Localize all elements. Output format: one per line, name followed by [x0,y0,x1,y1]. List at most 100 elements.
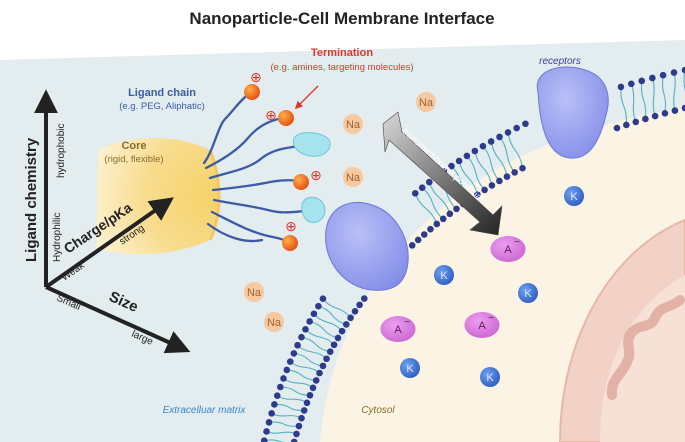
lipid-head [522,120,529,128]
sodium-ion: Na [343,167,363,187]
lipid-head [294,341,301,349]
lipid-head [360,295,368,302]
termination-bead [293,174,309,190]
lipid-head [263,428,270,435]
lipid-head [303,399,311,407]
hydrophobic-label: hydrophobic [56,124,67,178]
lipid-head [453,205,460,213]
sodium-ion-label: Na [346,172,361,184]
potassium-ions: K K K K K [400,186,584,387]
lipid-head [488,182,496,189]
ligand-chain-label: Ligand chain [128,87,196,99]
lipid-head [316,369,323,377]
lipid-head [298,414,305,422]
lipid-head [300,407,308,414]
lipid-head [504,129,512,136]
potassium-ion: K [518,283,538,303]
lipid-head [496,177,503,185]
property-axes [34,89,191,354]
lipid-head [293,430,300,438]
sodium-ion-label: Na [267,317,282,329]
termination-pointer-arrow [294,85,319,110]
receptor-top[interactable] [536,66,609,159]
potassium-ion-label: K [440,270,448,282]
lipid-head [642,115,649,123]
lipid-head [487,138,495,145]
lipid-head [479,142,487,150]
anion: A− [464,312,500,338]
lipid-head [302,325,309,333]
targeting-molecule-shape [292,132,331,157]
termination-bead [244,84,260,100]
potassium-ion: K [480,367,500,387]
lipid-head [519,164,526,172]
lipid-head [309,384,317,392]
minus-symbol: − [514,237,520,248]
sodium-ion-label: Na [419,97,434,109]
nanoparticle-core [96,137,221,255]
anion: A− [380,316,416,342]
receptor-bottom[interactable] [325,201,409,291]
potassium-ion: K [564,186,584,206]
cytosol-label: Cytosol [361,405,395,416]
lipid-head [651,112,659,120]
ligand-chemistry-label: Ligand chemistry [23,137,40,262]
plus-symbol: ⊕ [285,218,297,234]
lipid-head [342,321,350,328]
lipid-head [265,419,273,426]
lipid-head [295,422,303,430]
potassium-ion-label: K [486,372,494,384]
lipid-head [286,358,294,365]
lipid-head [474,191,481,198]
lipid-head [503,173,511,180]
lipid-head [649,74,656,82]
lipid-head [638,77,646,85]
anions: A−A−A− [380,236,526,342]
termination-group: ⊕ ⊕ ⊕ ⊕ [244,69,331,251]
lipid-head [426,178,433,186]
lipid-head [613,124,621,132]
lipid-head [273,392,281,399]
lipid-head [411,190,419,197]
lipid-head [433,220,441,228]
potassium-ion-label: K [570,191,578,203]
core-label: Core [121,140,146,152]
lipid-head [511,169,518,176]
termination-bead [278,110,294,126]
ligand-chain-sublabel: (e.g. PEG, Aliphatic) [119,101,205,112]
plus-symbol: ⊕ [250,69,262,85]
lipid-head [661,109,669,117]
extracellular-matrix-label: Extracelluar matrix [163,405,247,416]
sodium-ion-label: Na [247,287,262,299]
lipid-head [330,341,338,349]
lipid-head [448,162,455,170]
lipid-head [414,236,422,244]
lipid-head [627,80,635,88]
minus-symbol: − [488,313,494,324]
diagram-title: Nanoparticle-Cell Membrane Interface [189,9,494,28]
lipid-head [338,327,346,335]
lipid-head [617,83,625,91]
lipid-head [323,355,330,363]
lipid-head [659,71,667,79]
mitochondria-shape [558,218,685,442]
targeting-molecule-shape [301,196,326,223]
sodium-ion-label: Na [346,119,361,131]
core-sublabel: (rigid, flexible) [104,154,163,165]
potassium-ion-label: K [406,363,414,375]
lipid-head [268,410,275,417]
anion-label: A [394,324,402,336]
lipid-head [306,391,314,399]
lipid-head [271,401,278,408]
lipid-head [283,366,291,374]
lipid-head [306,318,313,325]
charge-axis [44,197,174,289]
lipid-head [681,104,685,112]
lipid-head [481,186,488,194]
lipid-head [513,124,520,132]
lipid-head [290,438,298,442]
receptors-label: receptors [539,56,581,67]
